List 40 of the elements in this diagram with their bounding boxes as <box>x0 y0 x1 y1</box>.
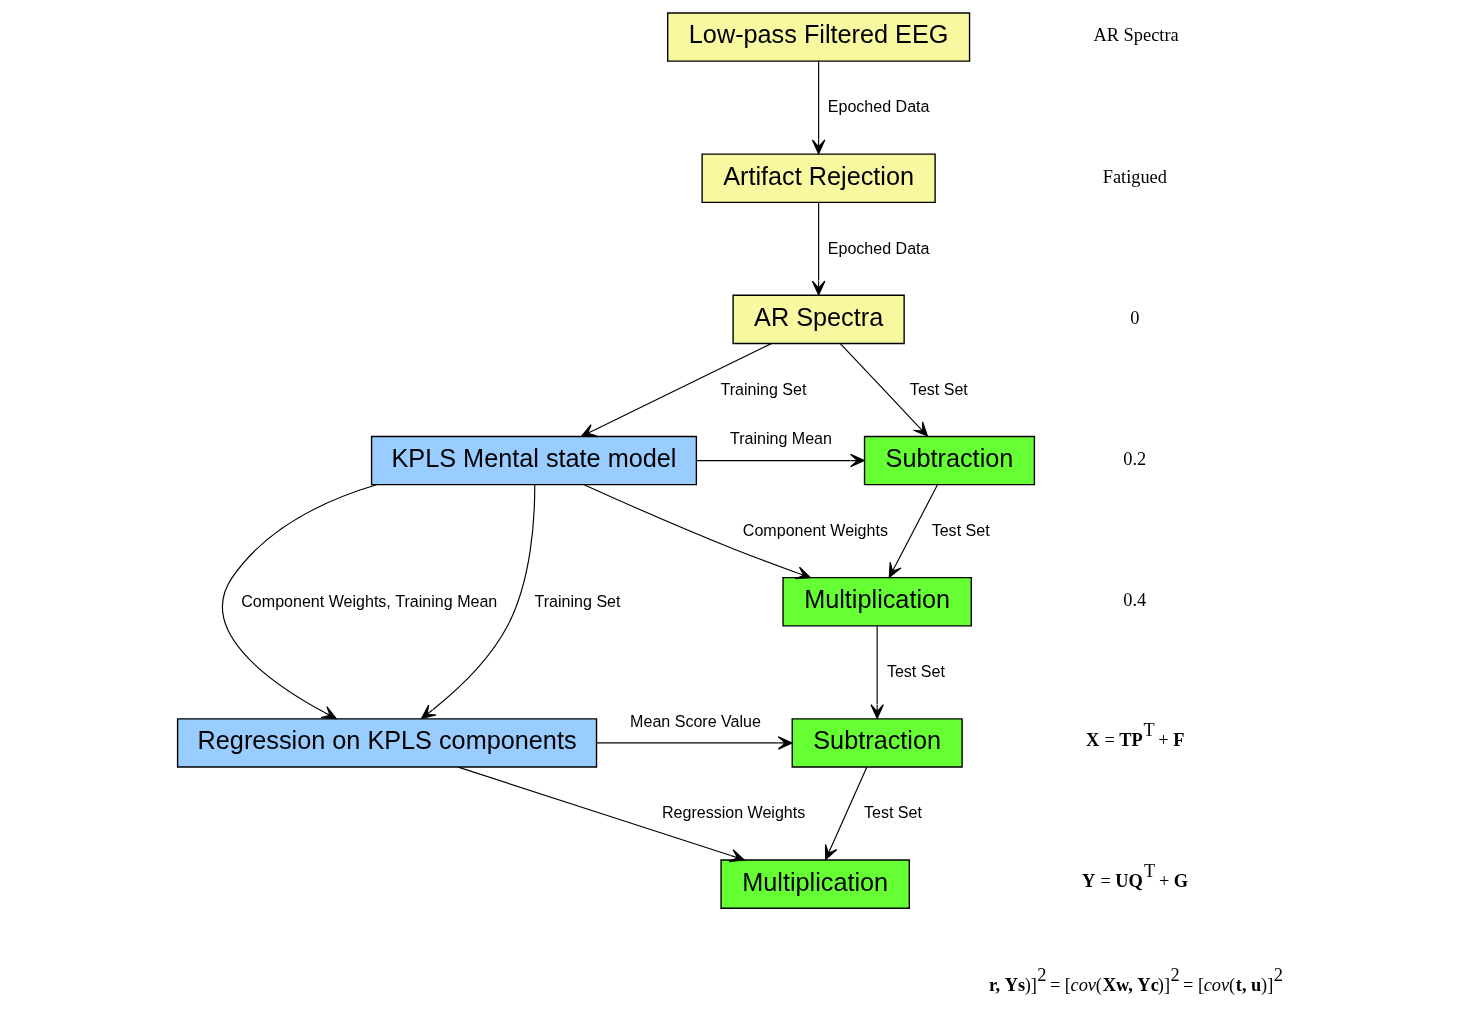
arrow <box>595 736 793 750</box>
node-box: Multiplication <box>781 576 972 627</box>
edge-label: Regression Weights <box>661 803 805 822</box>
edge-label: Training Set <box>719 379 806 398</box>
node-box: Regression on KPLS components <box>176 718 597 768</box>
edge-label: Epoched Data <box>827 238 930 257</box>
arrow <box>824 766 867 861</box>
node-box: Low-pass Filtered EEG <box>666 12 970 62</box>
arrow <box>811 202 825 296</box>
arrow <box>221 484 377 720</box>
edge-label: Mean Score Value <box>629 711 761 730</box>
arrow <box>583 484 811 580</box>
edge-label: Component Weights, Training Mean <box>240 591 497 610</box>
edge-label: Training Set <box>534 591 620 610</box>
arrow <box>457 766 745 863</box>
edge-label: Test Set <box>909 379 968 398</box>
node-box: Subtraction <box>863 435 1035 486</box>
arrow <box>420 484 535 720</box>
node-box: Subtraction <box>791 718 963 768</box>
label: 0.2 <box>1122 448 1146 469</box>
node-box: Multiplication <box>719 859 910 909</box>
edge-label: Epoched Data <box>827 97 930 116</box>
arrow <box>888 484 938 578</box>
arrow <box>839 343 928 437</box>
label: AR Spectra <box>1093 25 1179 46</box>
node-box: AR Spectra <box>731 294 905 345</box>
label: 0.4 <box>1122 590 1146 611</box>
edge-label: Training Mean <box>729 429 832 448</box>
label: 0 <box>1129 307 1139 328</box>
arrow <box>869 625 884 720</box>
edge-label: Test Set <box>863 803 922 822</box>
label: Fatigued <box>1102 166 1167 187</box>
node-box: Artifact Rejection <box>700 153 936 203</box>
arrow <box>811 60 825 155</box>
edge-label: Component Weights <box>742 520 888 539</box>
arrow <box>695 453 865 468</box>
node-box: KPLS Mental state model <box>370 435 697 486</box>
arrow <box>580 343 772 437</box>
edge-label: Test Set <box>931 520 990 539</box>
edge-label: Test Set <box>886 662 945 681</box>
